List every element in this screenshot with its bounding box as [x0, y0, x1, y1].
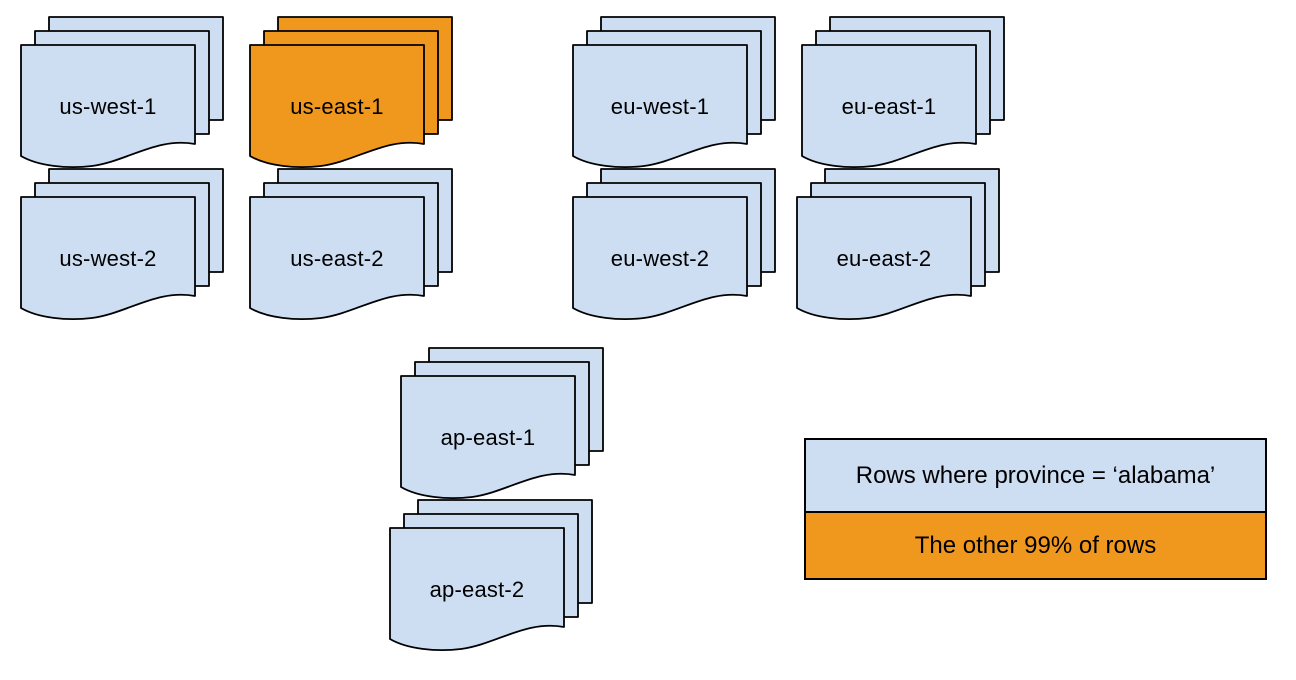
region-stack-us-west-1: us-west-1 [20, 16, 224, 172]
document-stack-icon [20, 16, 224, 169]
document-stack-icon [400, 347, 604, 500]
region-stack-eu-east-1: eu-east-1 [801, 16, 1005, 172]
region-stack-eu-west-2: eu-west-2 [572, 168, 776, 324]
document-stack-icon [572, 168, 776, 321]
document-stack-icon [20, 168, 224, 321]
legend-row-matching-rows: Rows where province = ‘alabama’ [806, 440, 1265, 511]
region-stack-us-west-2: us-west-2 [20, 168, 224, 324]
document-stack-icon [572, 16, 776, 169]
partition-legend: Rows where province = ‘alabama’The other… [804, 438, 1267, 580]
region-stack-eu-west-1: eu-west-1 [572, 16, 776, 172]
document-stack-icon [249, 168, 453, 321]
document-stack-icon [796, 168, 1000, 321]
region-stack-ap-east-1: ap-east-1 [400, 347, 604, 503]
document-stack-icon [801, 16, 1005, 169]
legend-row-other-rows: The other 99% of rows [806, 511, 1265, 578]
region-stack-ap-east-2: ap-east-2 [389, 499, 593, 655]
region-stack-us-east-2: us-east-2 [249, 168, 453, 324]
document-stack-icon [249, 16, 453, 169]
region-stack-eu-east-2: eu-east-2 [796, 168, 1000, 324]
region-stack-us-east-1: us-east-1 [249, 16, 453, 172]
document-stack-icon [389, 499, 593, 652]
